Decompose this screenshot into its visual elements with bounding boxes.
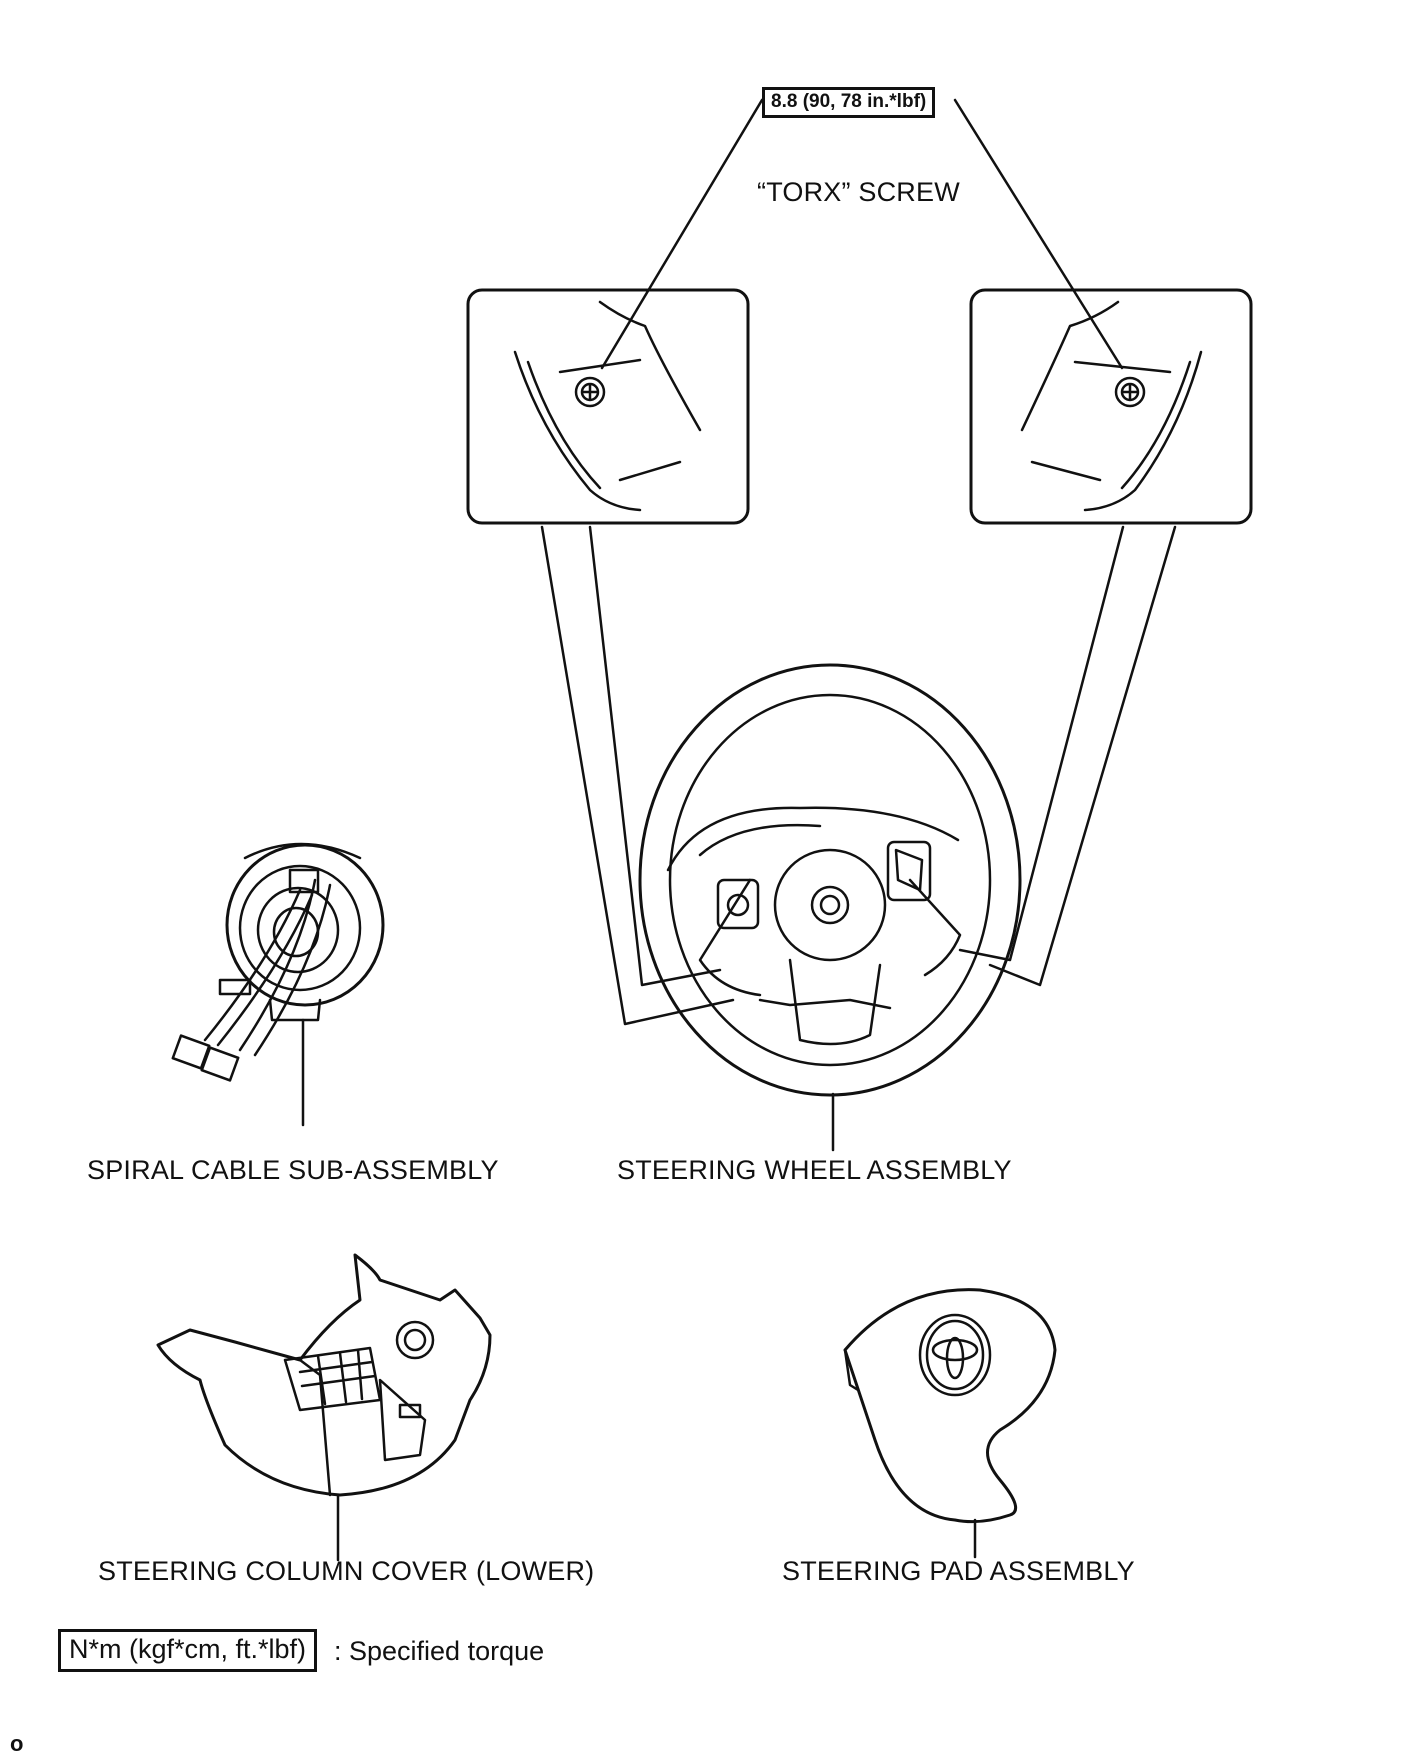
torque-spec-box: 8.8 (90, 78 in.*lbf) — [762, 87, 936, 118]
spiral-cable-drawing — [171, 842, 385, 1127]
steering-wheel-drawing — [638, 663, 1022, 1152]
torx-screw-left — [574, 376, 606, 408]
column-cover-drawing — [156, 1253, 492, 1562]
legend-torque-box: N*m (kgf*cm, ft.*lbf) — [58, 1629, 318, 1672]
callout-wedges — [540, 525, 1177, 1026]
steering-pad-label: STEERING PAD ASSEMBLY — [782, 1556, 1135, 1586]
column-cover-label: STEERING COLUMN COVER (LOWER) — [98, 1556, 595, 1586]
steering-pad-drawing — [843, 1288, 1057, 1559]
spiral-cable-label: SPIRAL CABLE SUB-ASSEMBLY — [87, 1155, 499, 1185]
torx-screw-right — [1114, 376, 1146, 408]
legend-torque-text: : Specified torque — [334, 1636, 545, 1666]
steering-wheel-label: STEERING WHEEL ASSEMBLY — [617, 1155, 1012, 1185]
footer-mark: o — [10, 1731, 24, 1756]
torque-leader-lines — [600, 98, 1124, 370]
right-detail-inset — [969, 288, 1253, 525]
torx-screw-label: “TORX” SCREW — [757, 177, 960, 207]
left-detail-inset — [466, 288, 750, 525]
